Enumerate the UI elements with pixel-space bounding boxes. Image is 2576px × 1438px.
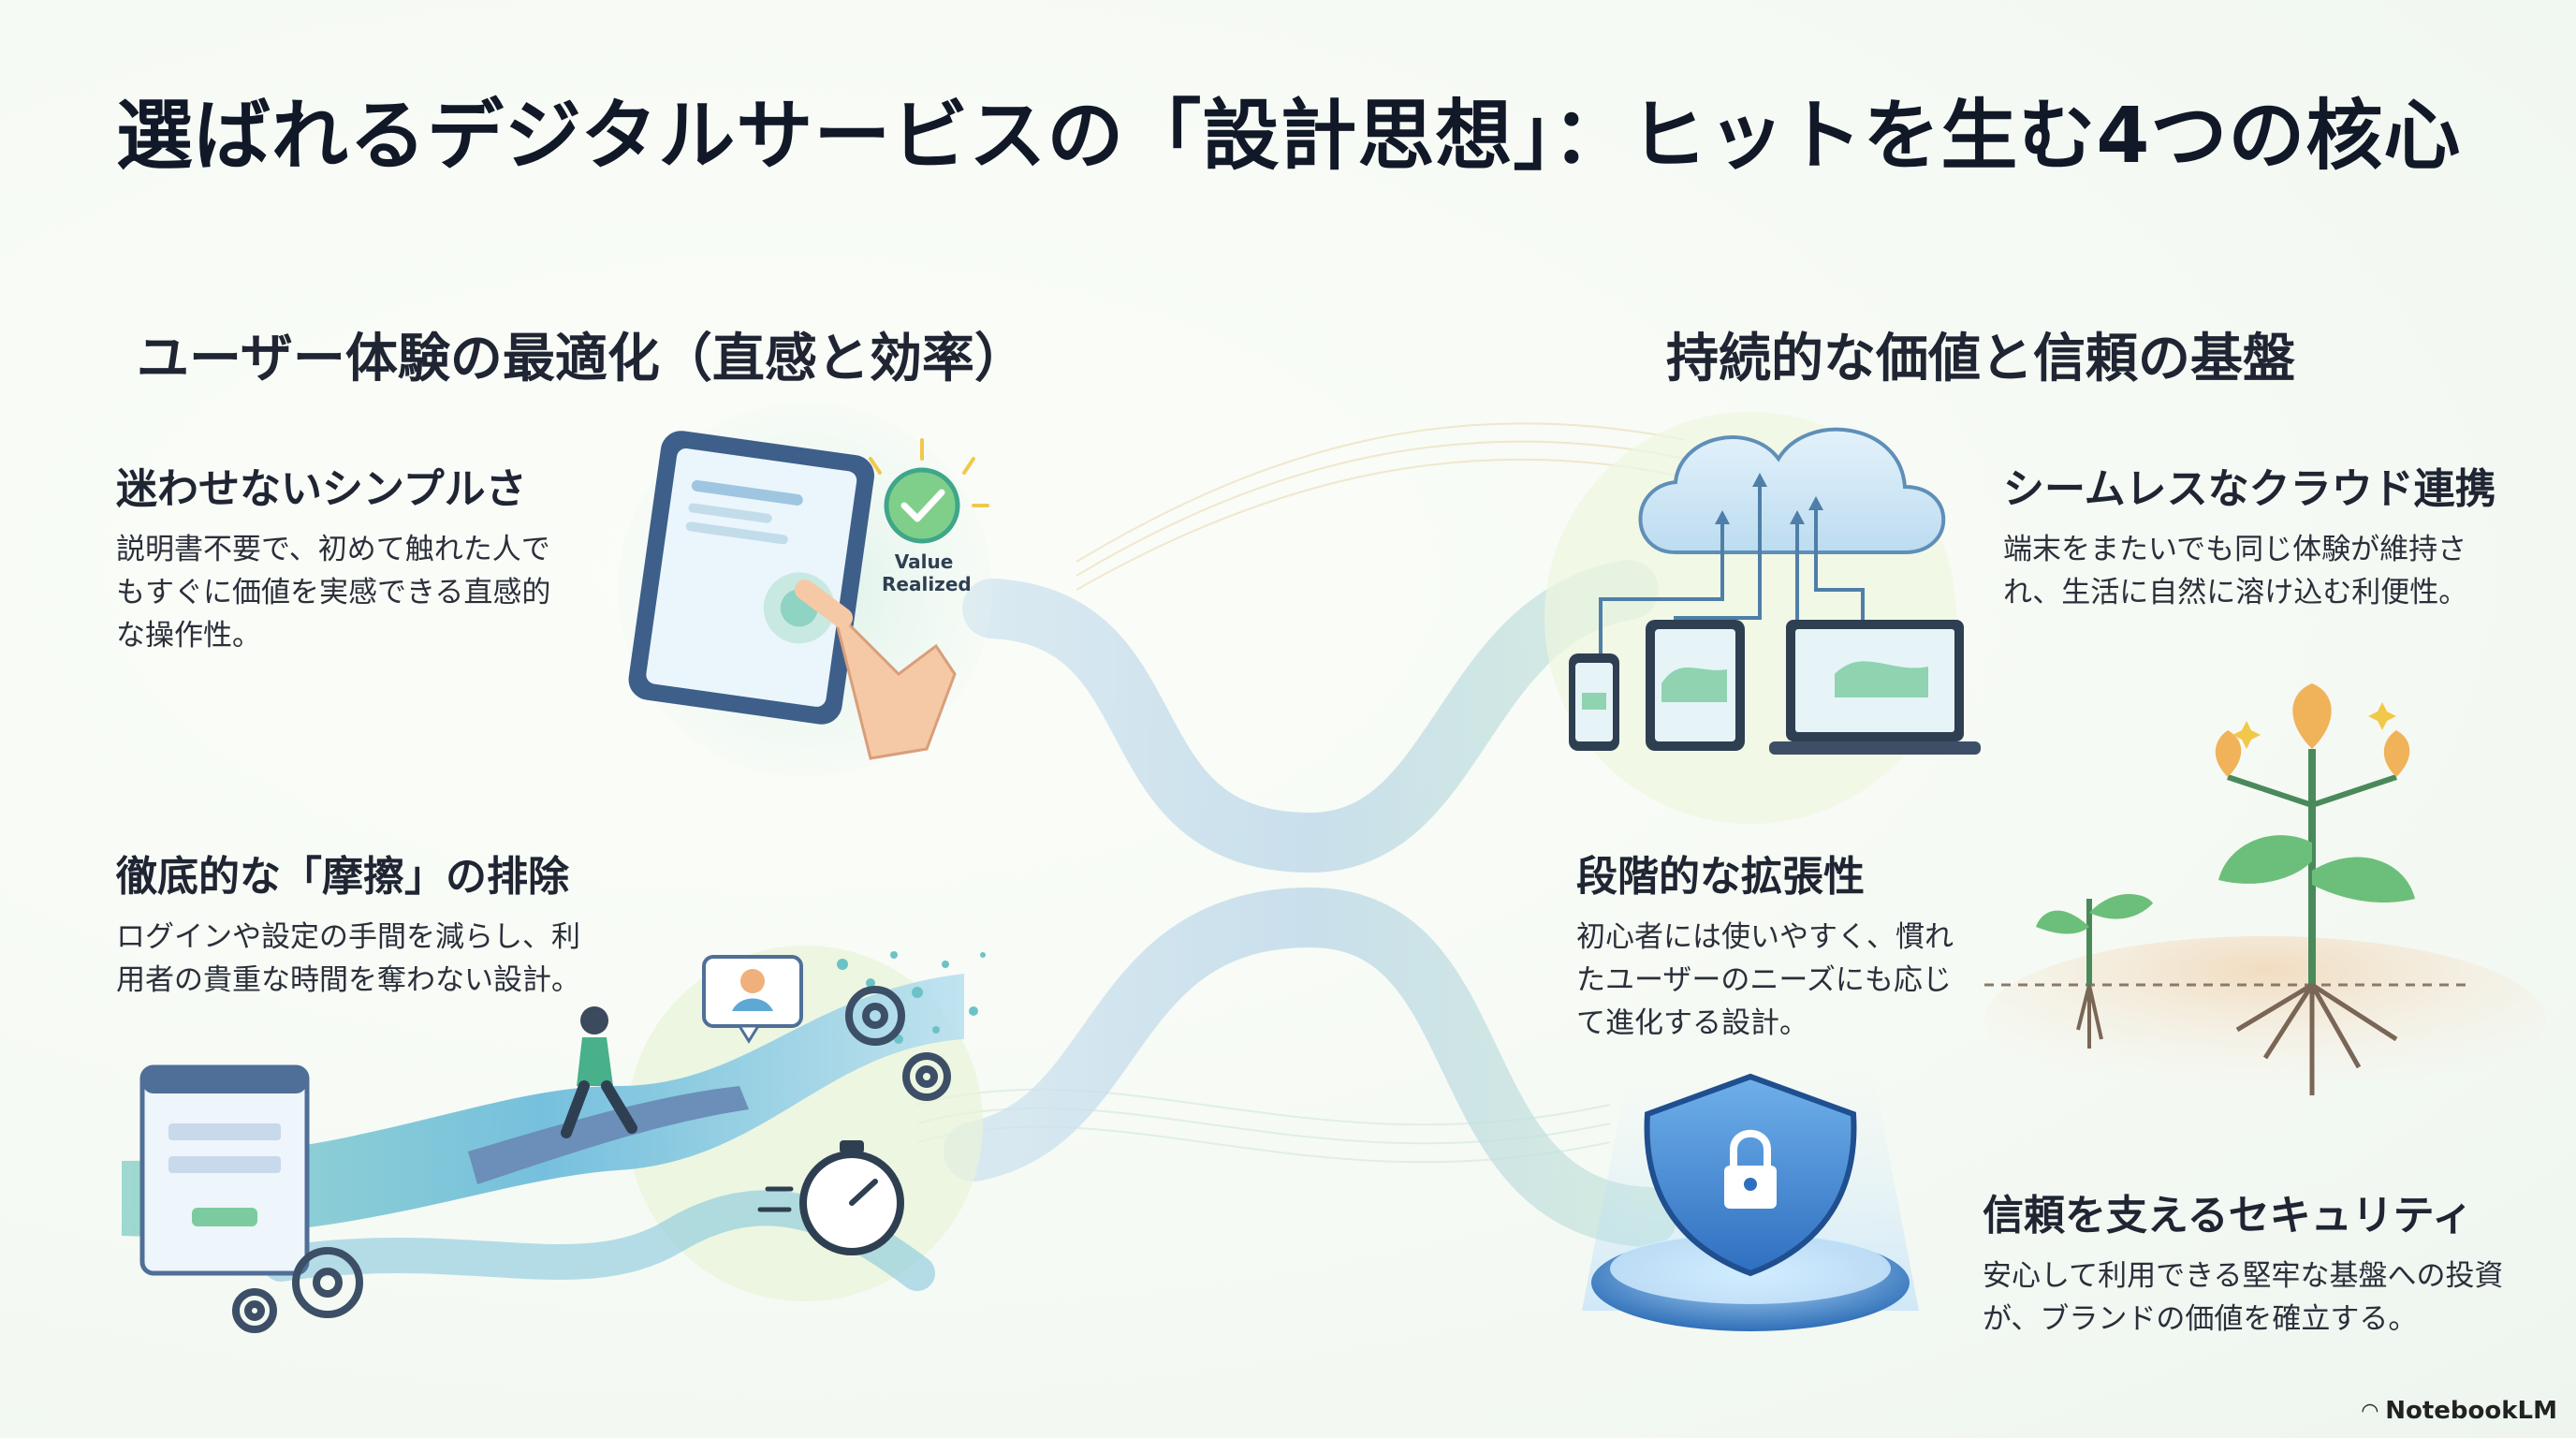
plants-illustration bbox=[1984, 683, 2546, 1105]
left-section-title: ユーザー体験の最適化（直感と効率） bbox=[137, 329, 1027, 389]
block-heading: シームレスなクラウド連携 bbox=[2003, 465, 2496, 513]
block-body: 安心して利用できる堅牢な基盤への投資が、ブランドの価値を確立する。 bbox=[1983, 1259, 2504, 1336]
block-scalability: 段階的な拡張性 初心者には使いやすく、慣れたユーザーのニーズにも応じて進化する設… bbox=[1576, 843, 1979, 1045]
block-heading: 徹底的な「摩擦」の排除 bbox=[116, 853, 569, 901]
block-heading: 信頼を支えるセキュリティ bbox=[1983, 1192, 2474, 1240]
block-body: 初心者には使いやすく、慣れたユーザーのニーズにも応じて進化する設計。 bbox=[1576, 920, 1954, 1040]
block-body: 説明書不要で、初めて触れた人でもすぐに価値を実感できる直感的な操作性。 bbox=[116, 533, 551, 653]
brand-label: NotebookLM bbox=[2385, 1397, 2557, 1425]
badge-line-1: Value bbox=[894, 550, 954, 573]
block-heading: 段階的な拡張性 bbox=[1576, 853, 1865, 901]
block-security: 信頼を支えるセキュリティ 安心して利用できる堅牢な基盤への投資が、ブランドの価値… bbox=[1983, 1181, 2507, 1341]
security-shield-illustration bbox=[1582, 1067, 1919, 1331]
connector-ribbon-top bbox=[962, 560, 1659, 873]
block-heading: 迷わせないシンプルさ bbox=[116, 465, 527, 513]
cloud-devices-illustration bbox=[1544, 412, 1981, 824]
block-body: ログインや設定の手間を減らし、利用者の貴重な時間を奪わない設計。 bbox=[116, 920, 580, 997]
right-section-title: 持続的な価値と信頼の基盤 bbox=[1666, 329, 2295, 389]
value-badge-icon bbox=[869, 438, 989, 544]
stopwatch-icon bbox=[757, 1140, 904, 1255]
block-cloud: シームレスなクラウド連携 端末をまたいでも同じ体験が維持され、生活に自然に溶け込… bbox=[2003, 455, 2496, 614]
page-title: 選ばれるデジタルサービスの「設計思想」：ヒットを生む4つの核心 bbox=[116, 92, 2462, 181]
notebooklm-icon: ◠ bbox=[2362, 1399, 2378, 1423]
gear-icon bbox=[232, 986, 951, 1333]
badge-line-2: Realized bbox=[882, 573, 972, 595]
block-simplicity: 迷わせないシンプルさ 説明書不要で、初めて触れた人でもすぐに価値を実感できる直感… bbox=[116, 455, 556, 657]
block-body: 端末をまたいでも同じ体験が維持され、生活に自然に溶け込む利便性。 bbox=[2003, 533, 2468, 609]
connector-ribbon-bottom bbox=[944, 887, 1677, 1247]
value-badge-label: Value Realized bbox=[882, 550, 972, 595]
block-friction: 徹底的な「摩擦」の排除 ログインや設定の手間を減らし、利用者の貴重な時間を奪わな… bbox=[116, 843, 603, 1002]
brand-watermark: ◠ NotebookLM bbox=[2362, 1397, 2557, 1425]
